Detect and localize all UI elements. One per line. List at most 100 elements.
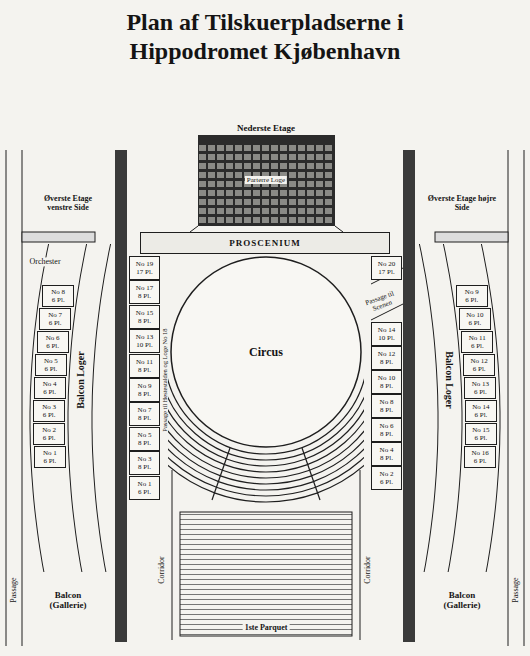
seat-count: 6 Pl. — [44, 365, 57, 373]
balcony-arc — [419, 244, 438, 572]
box-label: No 1 — [138, 480, 152, 488]
balcony-loge: No 126 Pl. — [463, 354, 495, 376]
section-name: Balcon (Gallerie) — [432, 590, 492, 611]
loge-box: No 158 Pl. — [129, 305, 160, 329]
box-label: No 6 — [380, 422, 394, 430]
label-holder: Passage — [9, 577, 18, 602]
seat-count: 6 Pl. — [474, 457, 487, 465]
seat-count: 8 Pl. — [138, 463, 151, 471]
circus-ring: Circus — [170, 256, 362, 448]
box-label: No 17 — [136, 284, 153, 292]
loge-box: No 68 Pl. — [371, 418, 402, 442]
section-name: Balcon (Gallerie) — [38, 590, 98, 611]
box-label: No 2 — [42, 426, 56, 434]
balcony-loge: No 26 Pl. — [33, 423, 65, 445]
loge-box: No 16 Pl. — [129, 476, 160, 500]
box-label: No 14 — [378, 326, 395, 334]
seat-count: 6 Pl. — [465, 296, 478, 304]
balcony-loge: No 166 Pl. — [464, 446, 496, 468]
section-name: Orchester — [27, 257, 62, 266]
parquet-rows — [180, 512, 352, 636]
seat-count: 6 Pl. — [43, 457, 56, 465]
box-label: No 5 — [44, 357, 58, 365]
box-label: No 15 — [472, 426, 489, 434]
seat-count: 6 Pl. — [43, 411, 56, 419]
section-name: Balcon Loger — [443, 351, 455, 409]
circus-circle — [171, 257, 361, 447]
seat-count: 8 Pl. — [138, 366, 151, 374]
seat-count: 6 Pl. — [474, 388, 487, 396]
seat-count: 8 Pl. — [138, 317, 151, 325]
box-label: No 4 — [43, 380, 57, 388]
floor-name: Øverste Etage venstre Side — [32, 194, 104, 212]
seat-count: 6 Pl. — [474, 434, 487, 442]
seat-count: 8 Pl. — [380, 382, 393, 390]
balcony-loge: No 136 Pl. — [464, 377, 496, 399]
seat-count: 8 Pl. — [380, 454, 393, 462]
box-label: No 2 — [380, 470, 394, 478]
box-label: No 20 — [378, 260, 395, 268]
box-label: No 6 — [46, 334, 60, 342]
balcony-loge: No 36 Pl. — [33, 400, 65, 422]
seat-count: 6 Pl. — [49, 319, 62, 327]
box-label: No 9 — [138, 382, 152, 390]
balcony-bar — [435, 232, 508, 242]
section-name: Parterre Loge — [245, 176, 287, 184]
box-label: No 16 — [472, 449, 489, 457]
seat-count: 17 Pl. — [136, 268, 152, 276]
floor-name: Øverste Etage højre Side — [426, 194, 498, 212]
passage-name: Passage til Scenen — [359, 288, 402, 317]
box-label: No 14 — [472, 403, 489, 411]
passage-name: Passage til Hestestalden og Loge No 18 — [161, 328, 168, 431]
box-label: No 3 — [138, 455, 152, 463]
label-holder: Corridor — [363, 556, 372, 584]
loge-box: No 48 Pl. — [371, 442, 402, 466]
box-label: Circus — [249, 345, 283, 360]
loge-box: No 38 Pl. — [129, 451, 160, 475]
passage-name: Passage — [511, 577, 520, 602]
loge-box: No 128 Pl. — [371, 346, 402, 370]
seat-count: 10 Pl. — [136, 341, 152, 349]
label-holder: Balcon Loger — [443, 351, 455, 409]
box-label: No 5 — [138, 431, 152, 439]
box-label: No 12 — [378, 350, 395, 358]
box-label: No 8 — [380, 398, 394, 406]
section-name: 1ste Parquet — [243, 623, 290, 632]
box-label: No 10 — [378, 374, 395, 382]
seat-count: 6 Pl. — [380, 478, 393, 486]
loge-box: No 118 Pl. — [129, 354, 160, 378]
seat-count: 10 Pl. — [378, 334, 394, 342]
loge-box: No 2017 Pl. — [371, 256, 402, 280]
loge-box: No 1917 Pl. — [129, 256, 160, 280]
balcony-arc — [92, 244, 111, 572]
seat-count: 8 Pl. — [380, 358, 393, 366]
seat-count: 8 Pl. — [138, 390, 151, 398]
box-label: No 19 — [136, 260, 153, 268]
balcony-loge: No 76 Pl. — [39, 308, 71, 330]
box-label: No 15 — [136, 309, 153, 317]
loge-box: No 78 Pl. — [129, 402, 160, 426]
seat-count: 6 Pl. — [43, 434, 56, 442]
balcony-loge: No 96 Pl. — [456, 285, 488, 307]
label-holder: Øverste Etage venstre Side — [32, 194, 104, 212]
corridor-name: Corridor — [363, 556, 372, 584]
section-name: Balcon Loger — [75, 351, 87, 409]
seat-block — [198, 135, 335, 226]
box-label: PROSCENIUM — [229, 238, 301, 248]
box-label: No 7 — [48, 311, 62, 319]
box-label: No 7 — [138, 406, 152, 414]
label-holder: Balcon (Gallerie) — [432, 590, 492, 611]
seat-count: 8 Pl. — [138, 292, 151, 300]
box-label: No 12 — [471, 357, 488, 365]
balcony-loge: No 106 Pl. — [459, 308, 491, 330]
loge-box: No 1310 Pl. — [129, 329, 160, 353]
loge-box: No 1410 Pl. — [371, 322, 402, 346]
label-holder: Passage til Scenen — [359, 288, 402, 317]
loge-box: No 178 Pl. — [129, 280, 160, 304]
balcony-loge: No 16 Pl. — [34, 446, 66, 468]
box-label: No 9 — [465, 288, 479, 296]
corridor-name: Corridor — [157, 556, 166, 584]
box-label: No 11 — [136, 358, 153, 366]
wall-pillar — [115, 150, 127, 642]
tier-aisle — [212, 448, 230, 500]
